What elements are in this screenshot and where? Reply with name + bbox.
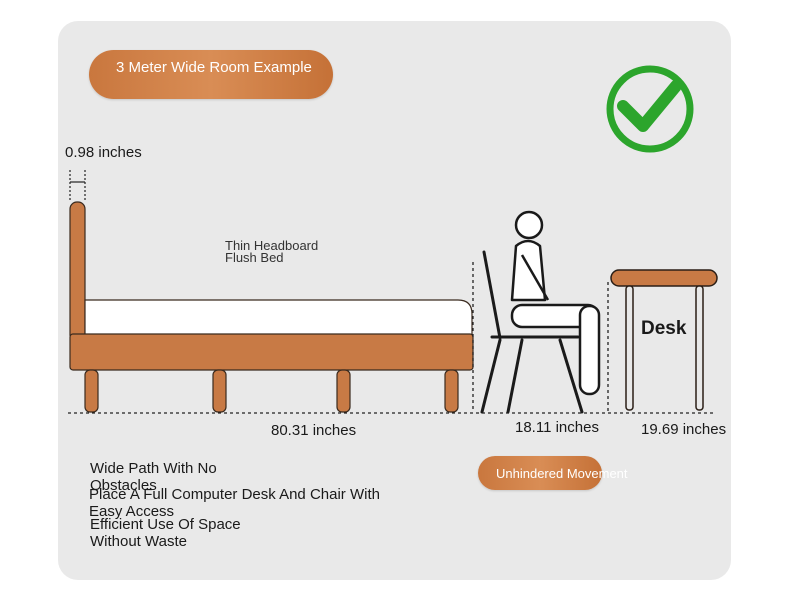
person-icon <box>510 210 601 396</box>
checkmark-circle-icon <box>606 65 694 153</box>
bed-mattress <box>84 299 473 337</box>
feature-item: Wide Path With No Obstacles <box>90 460 217 494</box>
movement-label: Unhindered Movement <box>496 466 628 481</box>
bed-headboard <box>69 201 86 343</box>
bed-frame <box>69 333 474 371</box>
desk-leg <box>625 285 634 411</box>
diagram-title: 3 Meter Wide Room Example <box>116 59 312 76</box>
desk-label: Desk <box>641 318 687 339</box>
bed-leg <box>444 369 459 413</box>
chair-space-label: 18.11 inches <box>515 419 599 436</box>
dimension-lines <box>68 262 715 414</box>
desk-depth-label: 19.69 inches <box>641 421 727 438</box>
headboard-thickness-label: 0.98 inches <box>65 144 142 161</box>
desk-top <box>610 269 718 287</box>
feature-item: Efficient Use Of Space Without Waste <box>90 516 241 550</box>
bed-leg <box>212 369 227 413</box>
bed-leg <box>84 369 99 413</box>
bed-note-line2: Flush Bed <box>225 250 284 265</box>
title-pill: 3 Meter Wide Room Example <box>89 50 333 99</box>
bed-length-label: 80.31 inches <box>271 422 357 439</box>
movement-pill: Unhindered Movement <box>478 456 628 490</box>
feature-item: Place A Full Computer Desk And Chair Wit… <box>89 486 380 520</box>
chair-icon <box>480 250 584 414</box>
desk-leg <box>695 285 704 411</box>
desk <box>610 269 718 411</box>
bed-note-line1: Thin Headboard <box>225 238 319 253</box>
bed <box>69 201 474 413</box>
bed-leg <box>336 369 351 413</box>
headboard-thickness-marker <box>69 170 86 200</box>
bed-note: Thin Headboard Flush Bed <box>225 238 319 265</box>
